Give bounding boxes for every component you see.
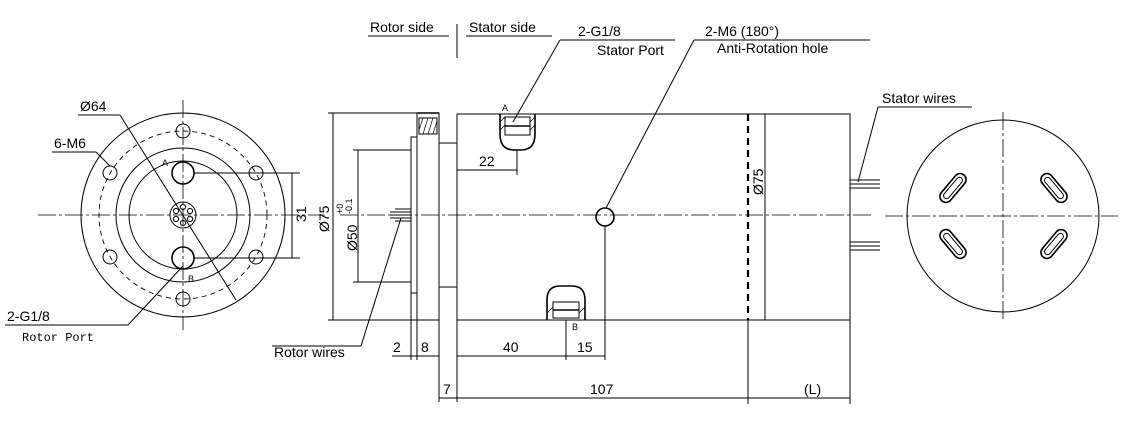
stator-port-label: Stator Port: [597, 42, 664, 58]
dim-50: Ø50: [344, 224, 360, 251]
stator-port-b-label: B: [572, 322, 578, 332]
dim-7: 7: [443, 381, 451, 397]
mount-holes-label: 6-M6: [54, 135, 86, 151]
rotor-end-view: A B 31 Ø64 6-M6 2-G1/8 Rotor Port: [5, 98, 325, 345]
side-view: Rotor side Stator side A: [272, 19, 972, 404]
mount-hole: [102, 249, 118, 265]
dim-40: 40: [503, 339, 519, 355]
dim-22: 22: [479, 153, 495, 169]
stator-side-label: Stator side: [469, 19, 536, 35]
dim-31: 31: [293, 206, 309, 222]
wire-slot: [939, 228, 967, 260]
dim-50-tol-upper: +0: [335, 204, 345, 214]
stator-port-a-label: A: [502, 103, 508, 113]
wire-slot: [939, 172, 967, 204]
mount-hole: [248, 249, 264, 265]
dim-50-tol-lower: -0.1: [344, 198, 354, 214]
dim-75-flange: Ø75: [316, 205, 332, 232]
wire-slot: [1040, 172, 1068, 204]
dim-8: 8: [421, 339, 429, 355]
rotor-port-count: 2-G1/8: [7, 308, 50, 324]
port-a-label: A: [162, 158, 168, 168]
rotor-wires-label: Rotor wires: [274, 344, 345, 360]
stator-wires-label: Stator wires: [882, 90, 956, 106]
stator-port-count: 2-G1/8: [578, 23, 621, 39]
wire-slot: [1040, 228, 1068, 260]
anti-rot-count: 2-M6 (180°): [705, 23, 779, 39]
stator-end-view: [885, 112, 1118, 322]
bolt-circle-label: Ø64: [80, 98, 107, 114]
dim-75-body: Ø75: [750, 168, 766, 195]
anti-rot-label: Anti-Rotation hole: [717, 40, 829, 56]
mount-hole: [175, 123, 191, 139]
rotor-side-label: Rotor side: [370, 19, 434, 35]
dim-107: 107: [590, 381, 614, 397]
rotor-port-label: Rotor Port: [22, 331, 94, 345]
dim-2: 2: [393, 339, 401, 355]
anti-rotation-hole: [595, 207, 615, 227]
port-b-label: B: [188, 274, 194, 284]
mount-hole: [175, 291, 191, 307]
dim-15: 15: [577, 339, 593, 355]
dim-L: (L): [804, 381, 821, 397]
